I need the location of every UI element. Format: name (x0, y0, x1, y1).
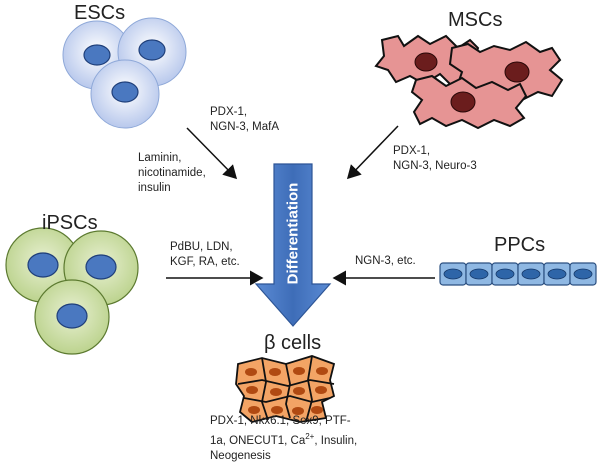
ipscs-factors-label: PdBU, LDN, KGF, RA, etc. (170, 241, 240, 268)
differentiation-label: Differentiation (284, 182, 302, 284)
ipscs-title: iPSCs (42, 212, 98, 234)
ppc-nucleus (469, 268, 489, 280)
escs-cell-cluster (62, 17, 187, 129)
escs-factors-label: PDX-1, NGN-3, MafA (210, 106, 280, 133)
ppc-nucleus (495, 268, 515, 280)
ppc-nucleus (547, 268, 567, 280)
arrow-escs-to-center (186, 127, 238, 180)
escs-title: ESCs (74, 2, 126, 24)
beta-markers-label: PDX-1, Nkx6.1, Sox9, PTF- 1a, ONECUT1, C… (210, 415, 358, 462)
beta-cell-cluster (235, 355, 336, 423)
beta-cells-title: β cells (264, 332, 322, 354)
ppc-nucleus (573, 268, 593, 280)
ppcs-title: PPCs (494, 234, 546, 256)
escs-media-label: Laminin, nicotinamide, insulin (138, 152, 206, 194)
mscs-factors-label: PDX-1, NGN-3, Neuro-3 (393, 145, 477, 172)
ppcs-cell-row (439, 262, 597, 286)
differentiation-label-box: Differentiation (265, 178, 321, 288)
mscs-title: MSCs (448, 9, 503, 31)
differentiation-arrow (254, 163, 332, 327)
ppc-nucleus (443, 268, 463, 280)
ipscs-cell-cluster (5, 227, 139, 355)
ppcs-factors-label: NGN-3, etc. (355, 255, 416, 267)
arrow-mscs-to-center (346, 125, 399, 180)
ppc-nucleus (521, 268, 541, 280)
mscs-cell-cluster (374, 34, 564, 130)
